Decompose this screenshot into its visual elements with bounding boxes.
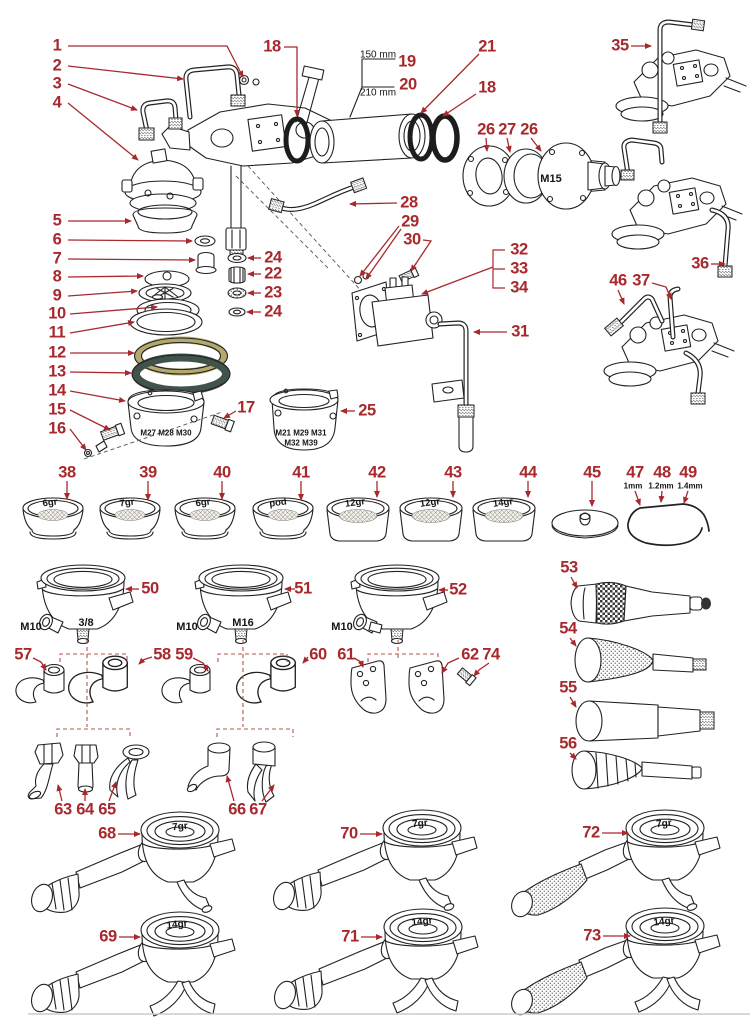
leader-53	[570, 576, 578, 589]
leader-46	[617, 289, 625, 305]
part-group-variant-37-46	[603, 286, 735, 405]
leader-62	[441, 657, 460, 674]
leader-49	[683, 490, 689, 504]
leader-14	[69, 390, 126, 403]
leader-55	[569, 696, 577, 708]
extra-leader-1	[421, 266, 494, 295]
leader-74	[473, 662, 490, 677]
leader-27	[505, 137, 512, 153]
leader-7	[67, 256, 196, 263]
leader-37	[651, 282, 672, 300]
leader-67	[261, 784, 275, 802]
leader-26	[530, 137, 542, 152]
part-group-variant-36	[611, 137, 743, 278]
leader-17	[223, 410, 237, 419]
leader-57	[32, 657, 47, 671]
leader-21	[420, 53, 480, 114]
leader-18	[284, 46, 300, 117]
part-outlet-pipe-31	[431, 320, 475, 453]
leader-8	[67, 273, 144, 280]
leader-3	[67, 83, 138, 111]
part-handle-54	[574, 637, 707, 683]
leader-2	[67, 65, 184, 82]
leader-18	[442, 93, 477, 117]
part-group-variant-35	[615, 18, 747, 134]
leader-66	[225, 775, 235, 802]
part-handle-56	[571, 750, 702, 790]
leader-58	[138, 656, 153, 665]
leader-47	[634, 490, 641, 506]
part-spout-66	[186, 742, 231, 793]
part-washers-column	[227, 252, 247, 317]
leader-6	[67, 237, 193, 244]
part-spout-63	[27, 742, 64, 800]
part-blind-disc-45	[551, 509, 619, 539]
leader-9	[67, 288, 138, 297]
leader-56	[569, 752, 577, 760]
part-spring-clip	[627, 503, 710, 547]
leader-1	[68, 45, 244, 78]
leader-13	[69, 369, 132, 376]
part-collar-m27	[127, 389, 205, 447]
leader-65	[108, 781, 117, 802]
part-pf-body-52	[350, 564, 448, 645]
leader-28	[349, 200, 398, 207]
leader-10	[69, 304, 158, 315]
part-handle-55	[575, 700, 715, 742]
leader-16	[69, 428, 87, 451]
extra-leader-0	[365, 228, 402, 280]
part-piston-stack	[129, 235, 231, 395]
leader-48	[658, 490, 665, 503]
part-piston-sleeve	[283, 58, 460, 164]
leader-54	[569, 637, 577, 647]
leader-63	[56, 784, 63, 802]
leader-15	[69, 409, 111, 431]
part-spout-67	[246, 741, 276, 803]
leader-11	[69, 320, 135, 334]
leader-60	[302, 656, 310, 664]
leader-26	[483, 137, 490, 152]
leader-61	[353, 657, 364, 668]
part-spout-64	[73, 744, 99, 793]
part-collar-m21	[269, 388, 339, 451]
leader-30	[410, 239, 433, 272]
part-handle-53	[570, 581, 711, 625]
callout-bracket-32-34	[492, 249, 505, 289]
dashed-fit-connectors	[56, 640, 439, 737]
leader-4	[67, 102, 139, 161]
leader-59	[192, 657, 209, 672]
leader-29	[359, 225, 400, 277]
part-collar-screws	[83, 411, 235, 460]
